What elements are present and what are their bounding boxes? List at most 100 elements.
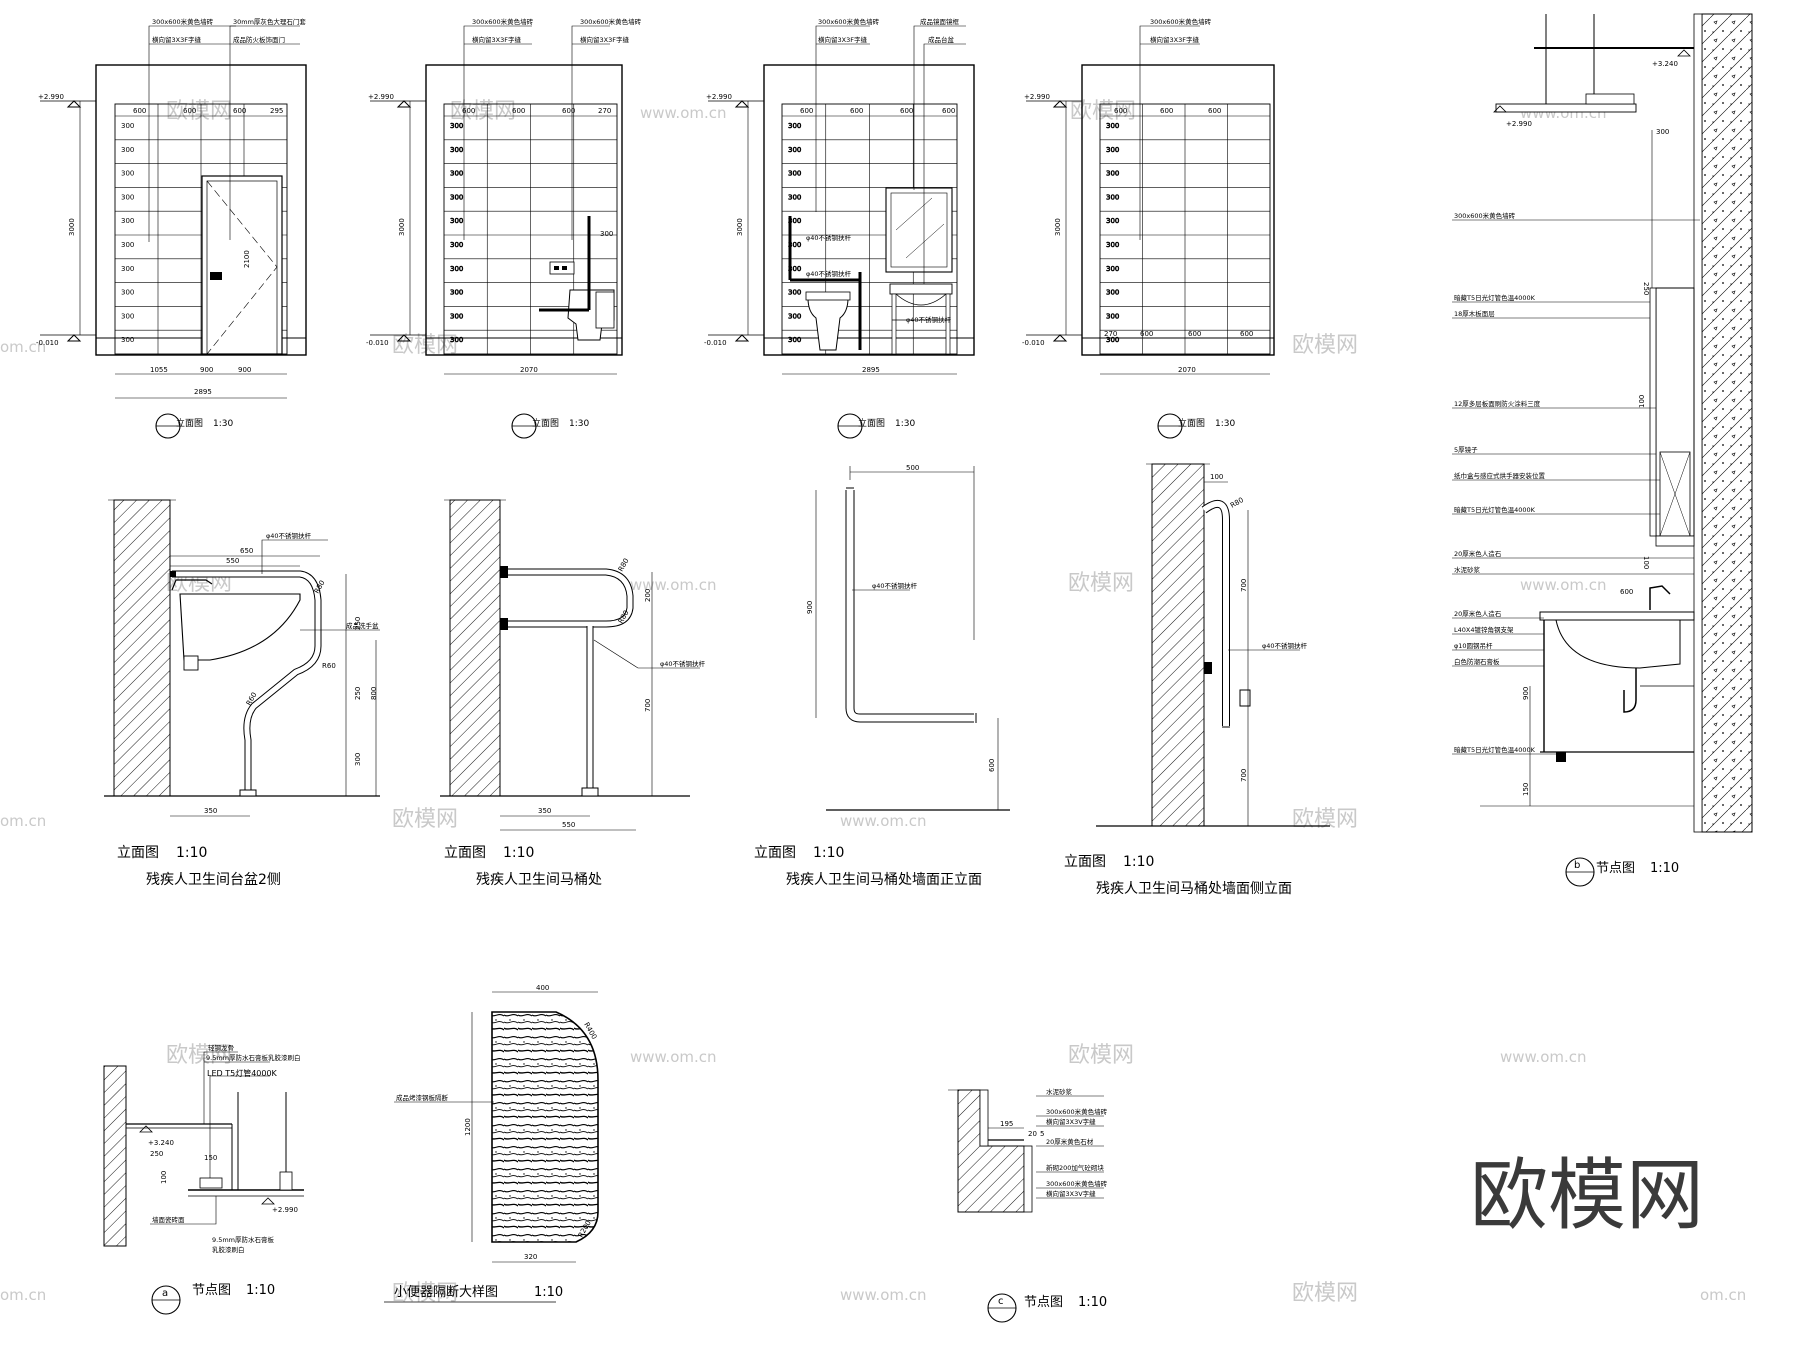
node-detail-b: +2.990 +3.240 300 250 100 100 600 900 15… bbox=[1452, 13, 1753, 887]
svg-text:3000: 3000 bbox=[68, 218, 76, 236]
svg-text:300x600米黄色墙砖: 300x600米黄色墙砖 bbox=[580, 17, 642, 26]
svg-text:30mm厚灰色大理石门套: 30mm厚灰色大理石门套 bbox=[233, 17, 306, 26]
level-mark-top: +2.990 bbox=[706, 93, 764, 108]
svg-text:-0.010: -0.010 bbox=[1022, 339, 1045, 347]
node-b-note: 12厚多层板面刷防火涂料三度 bbox=[1454, 399, 1541, 408]
svg-text:残疾人卫生间台盆2侧: 残疾人卫生间台盆2侧 bbox=[146, 872, 281, 888]
svg-text:600: 600 bbox=[1140, 330, 1153, 338]
node-b-note: 纸巾盒与感应式烘手器安装位置 bbox=[1454, 471, 1546, 480]
svg-text:600: 600 bbox=[183, 107, 196, 115]
svg-text:节点图: 节点图 bbox=[1024, 1295, 1063, 1310]
svg-text:200: 200 bbox=[644, 589, 652, 602]
row-dimension: 300 bbox=[121, 217, 134, 225]
svg-text:1:10: 1:10 bbox=[176, 845, 207, 861]
node-b-note: L40X4镀锌角钢支架 bbox=[1454, 625, 1514, 634]
svg-text:270: 270 bbox=[598, 107, 611, 115]
svg-text:成品烤漆钢板隔断: 成品烤漆钢板隔断 bbox=[396, 1093, 449, 1102]
row-dimension: 300 bbox=[450, 146, 463, 154]
watermark-url: om.cn bbox=[0, 338, 46, 356]
row-dimension: 300 bbox=[121, 193, 134, 201]
node-c-note: 300x600米黄色墙砖 bbox=[1046, 1179, 1108, 1188]
row-dimension: 300 bbox=[788, 289, 801, 297]
watermark-url: om.cn bbox=[0, 1286, 46, 1304]
svg-text:残疾人卫生间马桶处: 残疾人卫生间马桶处 bbox=[476, 872, 602, 888]
svg-text:1:30: 1:30 bbox=[213, 419, 233, 429]
svg-text:1:10: 1:10 bbox=[1078, 1295, 1107, 1310]
svg-text:墙面瓷砖面: 墙面瓷砖面 bbox=[152, 1215, 185, 1224]
svg-text:1:10: 1:10 bbox=[1650, 861, 1679, 876]
svg-text:1:10: 1:10 bbox=[534, 1285, 563, 1300]
svg-text:600: 600 bbox=[1160, 107, 1173, 115]
level-mark-top: +2.990 bbox=[1024, 93, 1082, 108]
svg-text:立面图: 立面图 bbox=[532, 417, 559, 429]
node-b-note: 白色防潮石膏板 bbox=[1454, 657, 1500, 666]
svg-text:600: 600 bbox=[1620, 588, 1633, 596]
svg-text:3000: 3000 bbox=[1054, 218, 1062, 236]
node-detail-c: 195 20 5 水泥砂浆300x600米黄色墙砖横向留3X3V字缝20厚米黄色… bbox=[948, 1087, 1108, 1323]
detail-basin-side: 650 550 R80 R60 R60 250 250 800 300 350 … bbox=[104, 499, 380, 888]
row-dimension: 300 bbox=[121, 241, 134, 249]
watermark-url: om.cn bbox=[1700, 1286, 1746, 1304]
svg-text:900: 900 bbox=[1522, 687, 1530, 700]
svg-text:+3.240: +3.240 bbox=[1652, 60, 1678, 68]
svg-text:650: 650 bbox=[240, 547, 253, 555]
svg-text:1200: 1200 bbox=[464, 1118, 472, 1136]
svg-text:b: b bbox=[1574, 860, 1580, 871]
svg-text:横向留3X3F字缝: 横向留3X3F字缝 bbox=[152, 35, 201, 44]
node-b-note: 300x600米黄色墙砖 bbox=[1454, 211, 1516, 220]
watermark-brand: 欧模网 bbox=[1070, 99, 1136, 124]
node-c-note: 20厚米黄色石材 bbox=[1046, 1137, 1094, 1146]
watermark-url: www.om.cn bbox=[840, 1286, 927, 1304]
node-c-note: 横向留3X3V字缝 bbox=[1046, 1189, 1096, 1198]
svg-text:+2.990: +2.990 bbox=[1024, 93, 1050, 101]
svg-text:300: 300 bbox=[1656, 128, 1669, 136]
row-dimension: 300 bbox=[450, 336, 463, 344]
row-dimension: 300 bbox=[1106, 312, 1119, 320]
urinal-partition-detail: 400 R400 1200 R200 320 成品烤漆钢板隔断 小便器隔断大样图… bbox=[384, 984, 599, 1303]
row-dimension: 300 bbox=[450, 241, 463, 249]
node-b-note: 20厚米色人造石 bbox=[1454, 549, 1502, 558]
svg-text:300x600米黄色墙砖: 300x600米黄色墙砖 bbox=[472, 17, 534, 26]
node-b-note: 水泥砂浆 bbox=[1454, 565, 1481, 574]
node-b-note: 暗藏T5日光灯管色温4000K bbox=[1454, 745, 1536, 754]
svg-text:400: 400 bbox=[536, 984, 549, 992]
detail-toilet-wall-front: 500 900 600 φ40不锈钢扶杆 立面图 1:10 残疾人卫生间马桶处墙… bbox=[754, 464, 1010, 888]
row-dimension: 300 bbox=[788, 265, 801, 273]
detail-toilet-grabbar: R80 R80 200 700 350 550 φ40不锈钢扶杆 立面图 1:1… bbox=[440, 499, 706, 888]
svg-text:立面图: 立面图 bbox=[117, 845, 159, 861]
svg-text:+2.990: +2.990 bbox=[706, 93, 732, 101]
watermark-brand: 欧模网 bbox=[166, 99, 232, 124]
svg-text:600: 600 bbox=[800, 107, 813, 115]
svg-text:-0.010: -0.010 bbox=[36, 339, 59, 347]
svg-text:1:10: 1:10 bbox=[1123, 854, 1154, 870]
svg-text:320: 320 bbox=[524, 1253, 537, 1261]
node-b-note: 20厚米色人造石 bbox=[1454, 609, 1502, 618]
svg-text:2100: 2100 bbox=[243, 250, 251, 268]
watermark-url: www.om.cn bbox=[640, 104, 727, 122]
svg-text:成品镜面镜框: 成品镜面镜框 bbox=[920, 17, 960, 26]
svg-text:250: 250 bbox=[354, 687, 362, 700]
level-mark-bottom: -0.010 bbox=[36, 334, 96, 347]
node-c-note: 横向留3X3V字缝 bbox=[1046, 1117, 1096, 1126]
elevation-1-door-wall: 2100 +2.990 -0.010 3000 600 600 600 295 … bbox=[36, 17, 307, 439]
row-dimension: 300 bbox=[788, 217, 801, 225]
node-b-note: 18厚木板面层 bbox=[1454, 309, 1495, 318]
watermark-brand: 欧模网 bbox=[1292, 333, 1358, 358]
row-dimension: 300 bbox=[450, 193, 463, 201]
svg-text:700: 700 bbox=[1240, 579, 1248, 592]
svg-text:250: 250 bbox=[354, 617, 362, 630]
svg-text:100: 100 bbox=[160, 1171, 168, 1184]
svg-text:+2.990: +2.990 bbox=[38, 93, 64, 101]
node-c-note: 新砌200加气砼砌块 bbox=[1046, 1163, 1104, 1172]
svg-text:300: 300 bbox=[600, 230, 613, 238]
svg-text:横向留3X3F字缝: 横向留3X3F字缝 bbox=[1150, 35, 1199, 44]
row-dimension: 300 bbox=[788, 146, 801, 154]
watermark-url: www.om.cn bbox=[840, 812, 927, 830]
svg-text:600: 600 bbox=[1208, 107, 1221, 115]
svg-text:立面图: 立面图 bbox=[444, 845, 486, 861]
svg-text:600: 600 bbox=[942, 107, 955, 115]
svg-text:轻钢龙骨: 轻钢龙骨 bbox=[208, 1043, 234, 1052]
svg-text:300: 300 bbox=[354, 753, 362, 766]
